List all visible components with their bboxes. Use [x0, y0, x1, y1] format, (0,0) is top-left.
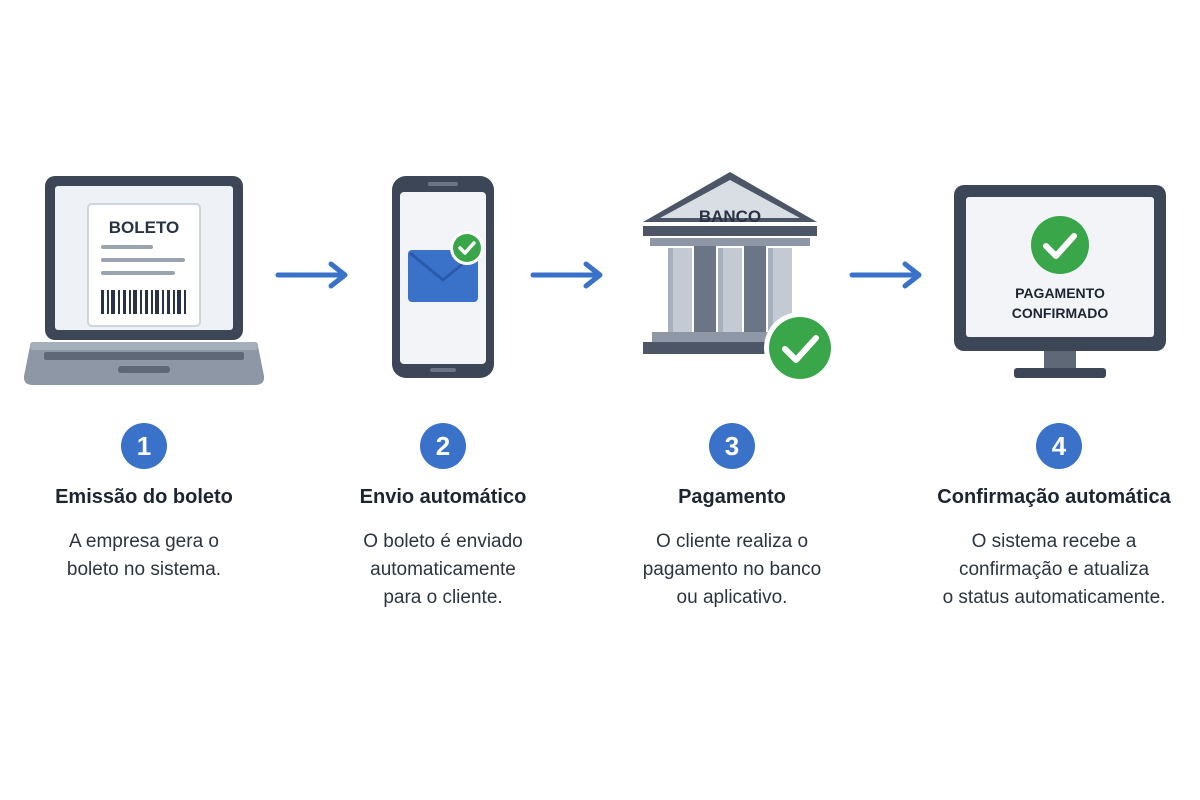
- step-number-2: 2: [420, 423, 466, 469]
- step-title-4: Confirmação automática: [937, 486, 1171, 508]
- monitor-text-line2: CONFIRMADO: [1012, 305, 1109, 321]
- check-icon: [450, 231, 484, 265]
- step-title-1: Emissão do boleto: [55, 486, 233, 508]
- step-description-4: O sistema recebe a confirmação e atualiz…: [942, 531, 1166, 608]
- process-illustrations: BOLETO: [23, 172, 1166, 385]
- check-icon: [1031, 216, 1089, 274]
- monitor-text-line1: PAGAMENTO: [1015, 285, 1105, 301]
- step-number-1: 1: [121, 423, 167, 469]
- arrow-right-icon: [849, 261, 922, 289]
- bank-label: BANCO: [699, 207, 761, 226]
- check-icon: [764, 312, 836, 384]
- bank-building-icon: BANCO: [643, 172, 817, 354]
- arrow-right-icon: [275, 261, 348, 289]
- boleto-document-icon: BOLETO: [87, 203, 201, 327]
- arrow-right-icon: [530, 261, 603, 289]
- step-description-3: O cliente realiza o pagamento no banco o…: [642, 531, 822, 608]
- step-description-1: A empresa gera o boleto no sistema.: [66, 531, 222, 580]
- step-number-3: 3: [709, 423, 755, 469]
- step-title-3: Pagamento: [678, 486, 786, 508]
- step-description-2: O boleto é enviado automaticamente para …: [363, 531, 523, 608]
- barcode-icon: [101, 290, 186, 314]
- boleto-label: BOLETO: [109, 218, 180, 237]
- monitor-icon: PAGAMENTO CONFIRMADO: [954, 185, 1166, 378]
- step-title-2: Envio automático: [359, 486, 527, 508]
- step-number-4: 4: [1036, 423, 1082, 469]
